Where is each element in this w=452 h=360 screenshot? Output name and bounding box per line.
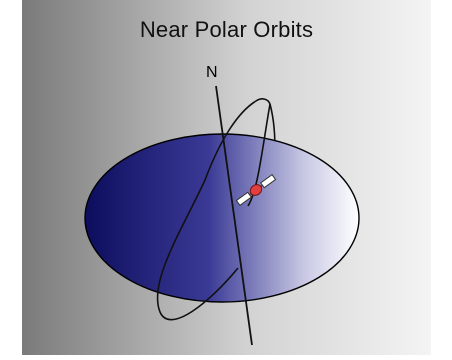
polar-axis-line [215,85,253,346]
satellite-body [249,184,263,196]
satellite-panel-right [260,173,277,189]
diagram-title: Near Polar Orbits [139,17,314,42]
orbit-front-segment [247,103,271,207]
orbit-path [156,98,271,321]
satellite-panel-left [235,191,252,207]
north-pole-label: N [206,64,218,81]
satellite-icon [235,173,277,207]
earth-globe [84,133,360,303]
